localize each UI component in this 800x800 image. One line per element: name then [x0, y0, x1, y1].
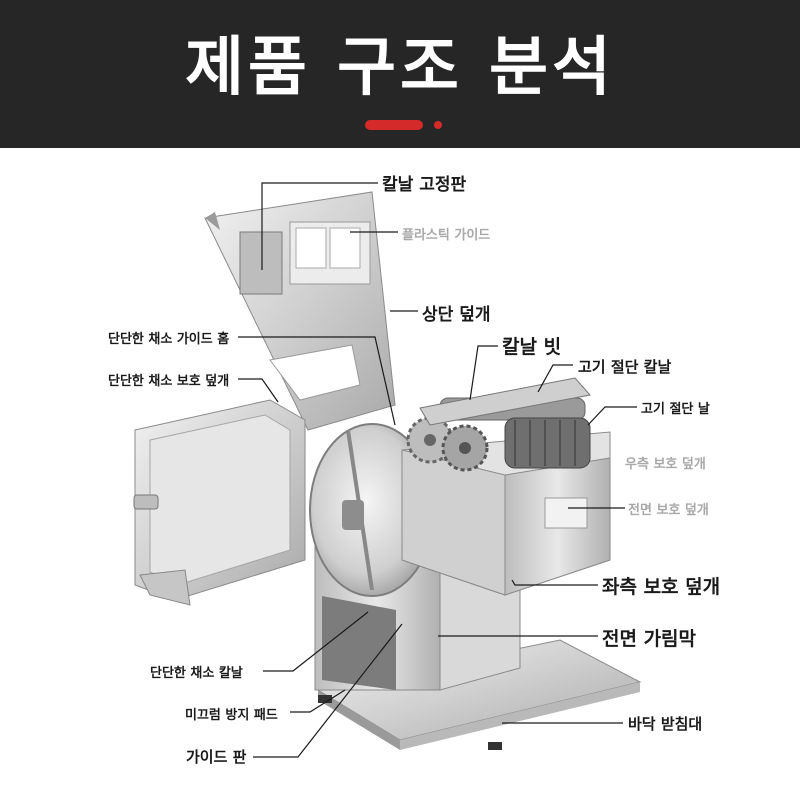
gear-assembly	[406, 416, 489, 472]
label-blade-comb: 칼날 빗	[502, 336, 562, 358]
product-diagram: 칼날 고정판 플라스틱 가이드 상단 덮개 단단한 채소 가이드 홈 단단한 채…	[0, 148, 800, 800]
label-plastic-guide: 플라스틱 가이드	[402, 228, 491, 243]
leader-blade-comb	[469, 345, 498, 401]
leader-meat-edge	[587, 406, 637, 426]
label-right-protective-cover: 우측 보호 덮개	[625, 457, 706, 472]
leader-meat-blade	[537, 364, 573, 393]
label-blade-fixing-plate: 칼날 고정판	[382, 175, 467, 195]
meat-blade-rollers	[419, 377, 591, 469]
leader-protective-cover	[238, 378, 279, 403]
label-guide-plate: 가이드 판	[186, 748, 247, 766]
label-left-protective-cover: 좌측 보호 덮개	[602, 576, 721, 598]
accent-dot	[434, 121, 442, 129]
label-hard-veg-guide-groove: 단단한 채소 가이드 홈	[108, 332, 230, 347]
leader-guide-groove	[238, 336, 396, 426]
hard-veg-protective-cover-shape	[133, 399, 306, 606]
main-housing	[401, 431, 611, 596]
leader-left-cover	[511, 579, 598, 586]
accent-bar	[365, 120, 423, 130]
label-front-protective-cover: 전면 보호 덮개	[628, 503, 709, 518]
leader-lines	[238, 182, 637, 758]
label-top-cover: 상단 덮개	[422, 305, 491, 325]
leader-guide-plate	[253, 623, 403, 758]
label-front-shield: 전면 가림막	[602, 628, 697, 650]
label-meat-cutting-blade: 고기 절단 칼날	[578, 358, 672, 376]
label-anti-slip-pad: 미끄럼 방지 패드	[185, 708, 278, 723]
top-cover-shape	[204, 191, 396, 431]
leader-hard-veg-blade	[263, 611, 369, 672]
label-base-stand: 바닥 받침대	[628, 715, 703, 733]
page-title: 제품 구조 분석	[185, 31, 615, 105]
header-banner: 제품 구조 분석	[0, 0, 800, 148]
machine-illustration	[133, 182, 642, 758]
label-hard-veg-protective-cover: 단단한 채소 보호 덮개	[108, 374, 230, 389]
leader-blade-fixing-plate	[261, 182, 378, 270]
label-meat-cutting-edge: 고기 절단 날	[641, 402, 710, 417]
label-hard-veg-blade: 단단한 채소 칼날	[150, 666, 243, 681]
leader-anti-slip	[290, 689, 346, 713]
